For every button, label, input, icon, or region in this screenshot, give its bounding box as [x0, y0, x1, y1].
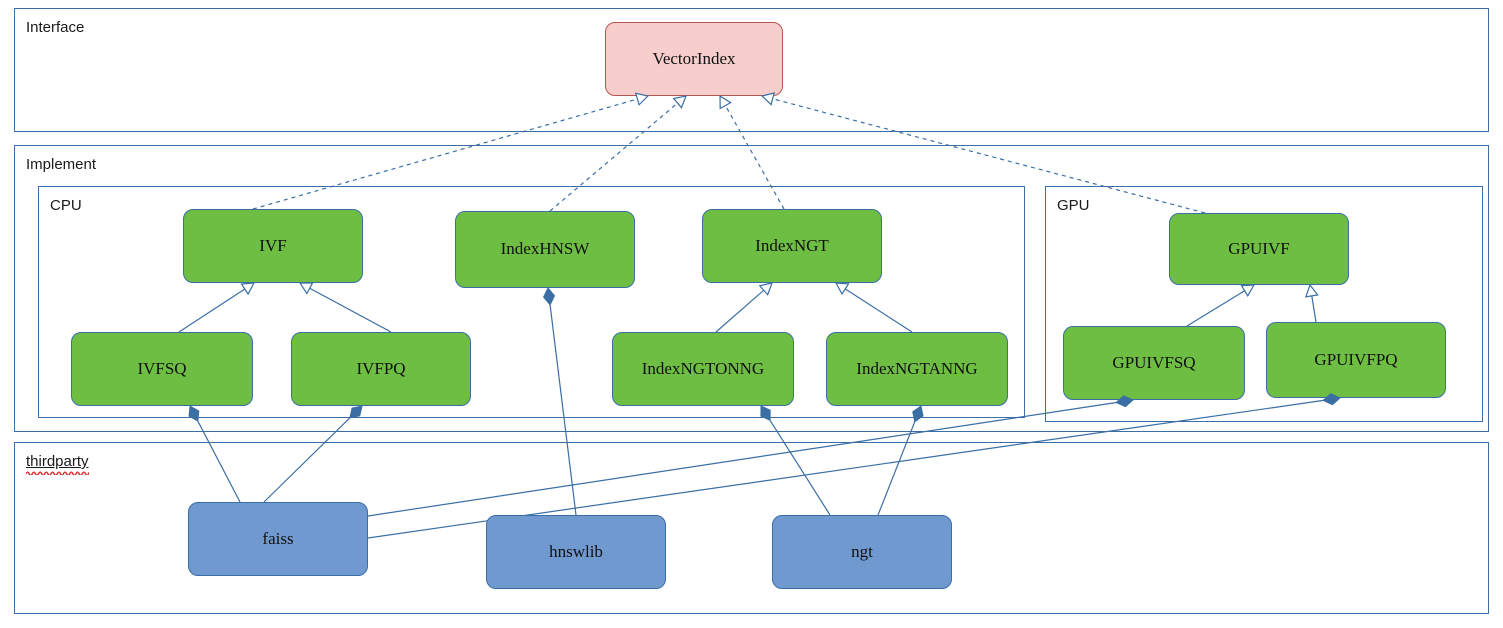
node-label-indexhnsw: IndexHNSW: [500, 239, 590, 259]
container-label-implement: Implement: [26, 156, 97, 173]
node-gpuivfsq[interactable]: GPUIVFSQ: [1063, 326, 1245, 400]
node-label-ivfsq: IVFSQ: [137, 358, 187, 378]
container-label-interface: Interface: [26, 19, 85, 36]
container-label-gpu: GPU: [1057, 197, 1090, 214]
node-label-vectorindex: VectorIndex: [652, 48, 736, 68]
node-label-gpuivfpq: GPUIVFPQ: [1314, 349, 1398, 369]
node-label-ivf: IVF: [259, 235, 287, 255]
node-label-gpuivfsq: GPUIVFSQ: [1112, 352, 1196, 372]
node-faiss[interactable]: faiss: [188, 502, 368, 576]
node-label-indexngtanng: IndexNGTANNG: [856, 358, 978, 378]
node-vectorindex[interactable]: VectorIndex: [605, 22, 783, 96]
node-label-ngt: ngt: [851, 541, 873, 561]
node-label-hnswlib: hnswlib: [549, 541, 603, 561]
node-label-faiss: faiss: [262, 528, 294, 548]
node-indexngtonng[interactable]: IndexNGTONNG: [612, 332, 794, 406]
node-gpuivf[interactable]: GPUIVF: [1169, 213, 1349, 285]
node-ivfsq[interactable]: IVFSQ: [71, 332, 253, 406]
node-label-gpuivf: GPUIVF: [1228, 238, 1290, 258]
node-hnswlib[interactable]: hnswlib: [486, 515, 666, 589]
node-ngt[interactable]: ngt: [772, 515, 952, 589]
container-label-thirdparty: thirdparty: [26, 454, 89, 475]
node-label-indexngt: IndexNGT: [755, 235, 829, 255]
node-indexngt[interactable]: IndexNGT: [702, 209, 882, 283]
container-label-cpu: CPU: [50, 197, 82, 214]
node-ivf[interactable]: IVF: [183, 209, 363, 283]
node-label-ivfpq: IVFPQ: [356, 358, 406, 378]
node-indexngtanng[interactable]: IndexNGTANNG: [826, 332, 1008, 406]
node-ivfpq[interactable]: IVFPQ: [291, 332, 471, 406]
node-label-indexngtonng: IndexNGTONNG: [641, 358, 765, 378]
spellcheck-squiggle-icon: [26, 471, 89, 475]
node-indexhnsw[interactable]: IndexHNSW: [455, 211, 635, 288]
node-gpuivfpq[interactable]: GPUIVFPQ: [1266, 322, 1446, 398]
